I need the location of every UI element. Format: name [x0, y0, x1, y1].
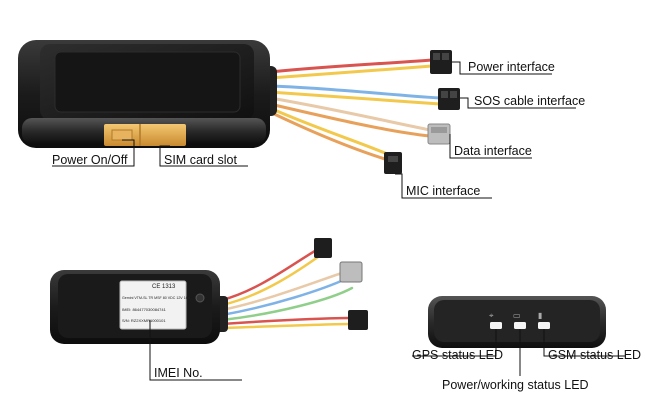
label-power-on-off: Power On/Off: [52, 153, 128, 167]
label-mic-interface: MIC interface: [406, 184, 481, 198]
sticker-sn-line: S/N: RZ2XXMR1000101: [122, 318, 166, 323]
device-back-connector-2: [339, 261, 363, 283]
device-led-face: ⌖ ▭ ▮: [428, 296, 606, 348]
label-sos-cable-interface: SOS cable interface: [474, 94, 586, 108]
label-imei-no: IMEI No.: [154, 366, 203, 380]
device-back-screw: [195, 293, 205, 303]
label-data-interface: Data interface: [454, 144, 532, 158]
sticker-cert: CE 1313: [152, 284, 176, 290]
gps-led: [490, 322, 502, 329]
satellite-icon: ⌖: [489, 311, 494, 320]
sos-connector: [438, 88, 460, 110]
device-main-wires: [268, 58, 442, 162]
device-back-connector-3: [348, 310, 368, 330]
data-connector: [427, 123, 451, 145]
power-led: [514, 322, 526, 329]
sticker-model-line: Gemini VTM-SL TR MSF 80 VDC 12V 10V: [122, 296, 191, 300]
imei-sticker: [119, 280, 187, 330]
device-back-connector-1: [314, 238, 332, 258]
signal-icon: ▮: [538, 311, 542, 320]
label-sim-card-slot: SIM card slot: [164, 153, 237, 167]
device-main: [18, 40, 460, 174]
mic-connector: [384, 152, 402, 174]
power-connector: [430, 50, 452, 74]
battery-icon: ▭: [513, 311, 521, 320]
leader-lines: [52, 61, 626, 381]
label-power-interface: Power interface: [468, 60, 555, 74]
label-gps-status-led: GPS status LED: [412, 348, 504, 362]
device-back: [50, 238, 368, 344]
power-switch: [111, 129, 133, 141]
device-back-wires: [220, 246, 354, 330]
label-gsm-status-led: GSM status LED: [548, 348, 642, 362]
gsm-led: [538, 322, 550, 329]
label-power-working-status-led: Power/working status LED: [442, 378, 589, 392]
sticker-imei-line: IMEI: 864477030084741: [122, 307, 166, 312]
